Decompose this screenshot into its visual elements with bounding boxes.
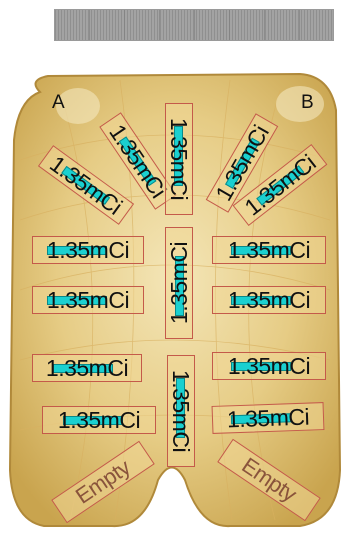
activity-label: 1.35mCi [46,236,130,263]
corner-label-b: B [301,92,314,113]
seed-slot-right-row-2[interactable]: 1.35mCi [212,286,326,314]
activity-label: 1.35mCi [57,406,141,433]
seed-slot-right-row-4[interactable]: 1.35mCi [211,402,325,434]
seed-slot-left-row-3[interactable]: 1.35mCi [32,354,142,382]
activity-label: 1.35mCi [227,236,311,263]
seed-slot-left-row-1[interactable]: 1.35mCi [32,236,144,264]
corner-label-a: A [52,92,65,113]
seed-slot-right-row-3[interactable]: 1.35mCi [212,352,326,380]
seed-chip [231,361,291,371]
seed-slot-center-top[interactable]: 1.35mCi [165,103,193,215]
seed-slot-center-bottom[interactable]: 1.35mCi [167,355,195,467]
ruler-ticks [55,10,333,40]
activity-label: 1.35mCi [46,286,130,313]
seed-chip [231,295,291,305]
scale-ruler-strip [54,9,334,41]
seed-slot-left-row-4[interactable]: 1.35mCi [42,406,156,434]
seed-chip [53,363,113,373]
mount-hole-left [56,88,100,124]
seed-chip [231,245,291,255]
seed-chip [63,415,123,425]
seed-chip [47,295,107,305]
activity-label: 1.35mCi [166,117,193,201]
seed-chip [47,245,107,255]
mount-hole-right [276,86,324,122]
activity-label: 1.35mCi [227,352,311,379]
activity-label: 1.35mCi [227,286,311,313]
seed-slot-right-row-1[interactable]: 1.35mCi [212,236,326,264]
seed-slot-center-mid[interactable]: 1.35mCi [165,227,193,339]
activity-label: 1.35mCi [226,403,310,432]
seed-slot-left-row-2[interactable]: 1.35mCi [32,286,144,314]
activity-label: 1.35mCi [45,354,129,381]
activity-label: 1.35mCi [165,241,192,325]
activity-label: 1.35mCi [168,369,195,453]
